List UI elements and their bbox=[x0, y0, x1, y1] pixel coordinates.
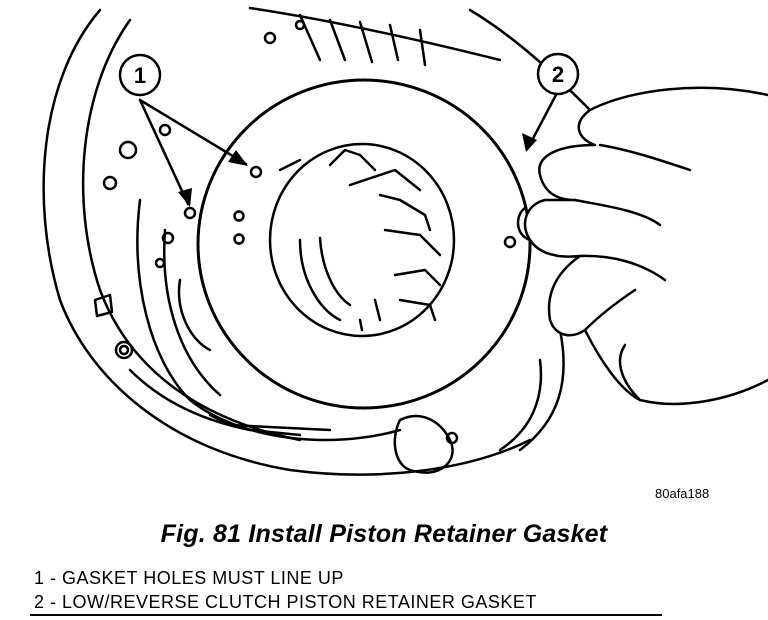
arrowhead-1b bbox=[178, 188, 192, 207]
arrowhead-1a bbox=[228, 150, 248, 166]
transmission-case bbox=[42, 6, 592, 476]
legend-list: 1 - GASKET HOLES MUST LINE UP 2 - LOW/RE… bbox=[34, 566, 537, 614]
callout-2: 2 bbox=[536, 52, 580, 96]
gasket-install-illustration: 1 2 bbox=[42, 6, 768, 476]
callout-1-label: 1 bbox=[134, 63, 146, 88]
piston-retainer-gasket bbox=[183, 78, 532, 410]
figure-caption: Fig. 81 Install Piston Retainer Gasket bbox=[160, 520, 608, 548]
legend-divider bbox=[30, 614, 662, 616]
callout-1: 1 bbox=[118, 53, 162, 97]
callout-2-label: 2 bbox=[552, 62, 564, 87]
arrowhead-2 bbox=[522, 133, 537, 152]
figure-reference-code: 80afa188 bbox=[655, 486, 710, 501]
clutch-pack bbox=[278, 148, 442, 332]
legend-item: 1 - GASKET HOLES MUST LINE UP bbox=[34, 568, 344, 588]
hand bbox=[516, 86, 768, 406]
legend-item: 2 - LOW/REVERSE CLUTCH PISTON RETAINER G… bbox=[34, 592, 537, 612]
